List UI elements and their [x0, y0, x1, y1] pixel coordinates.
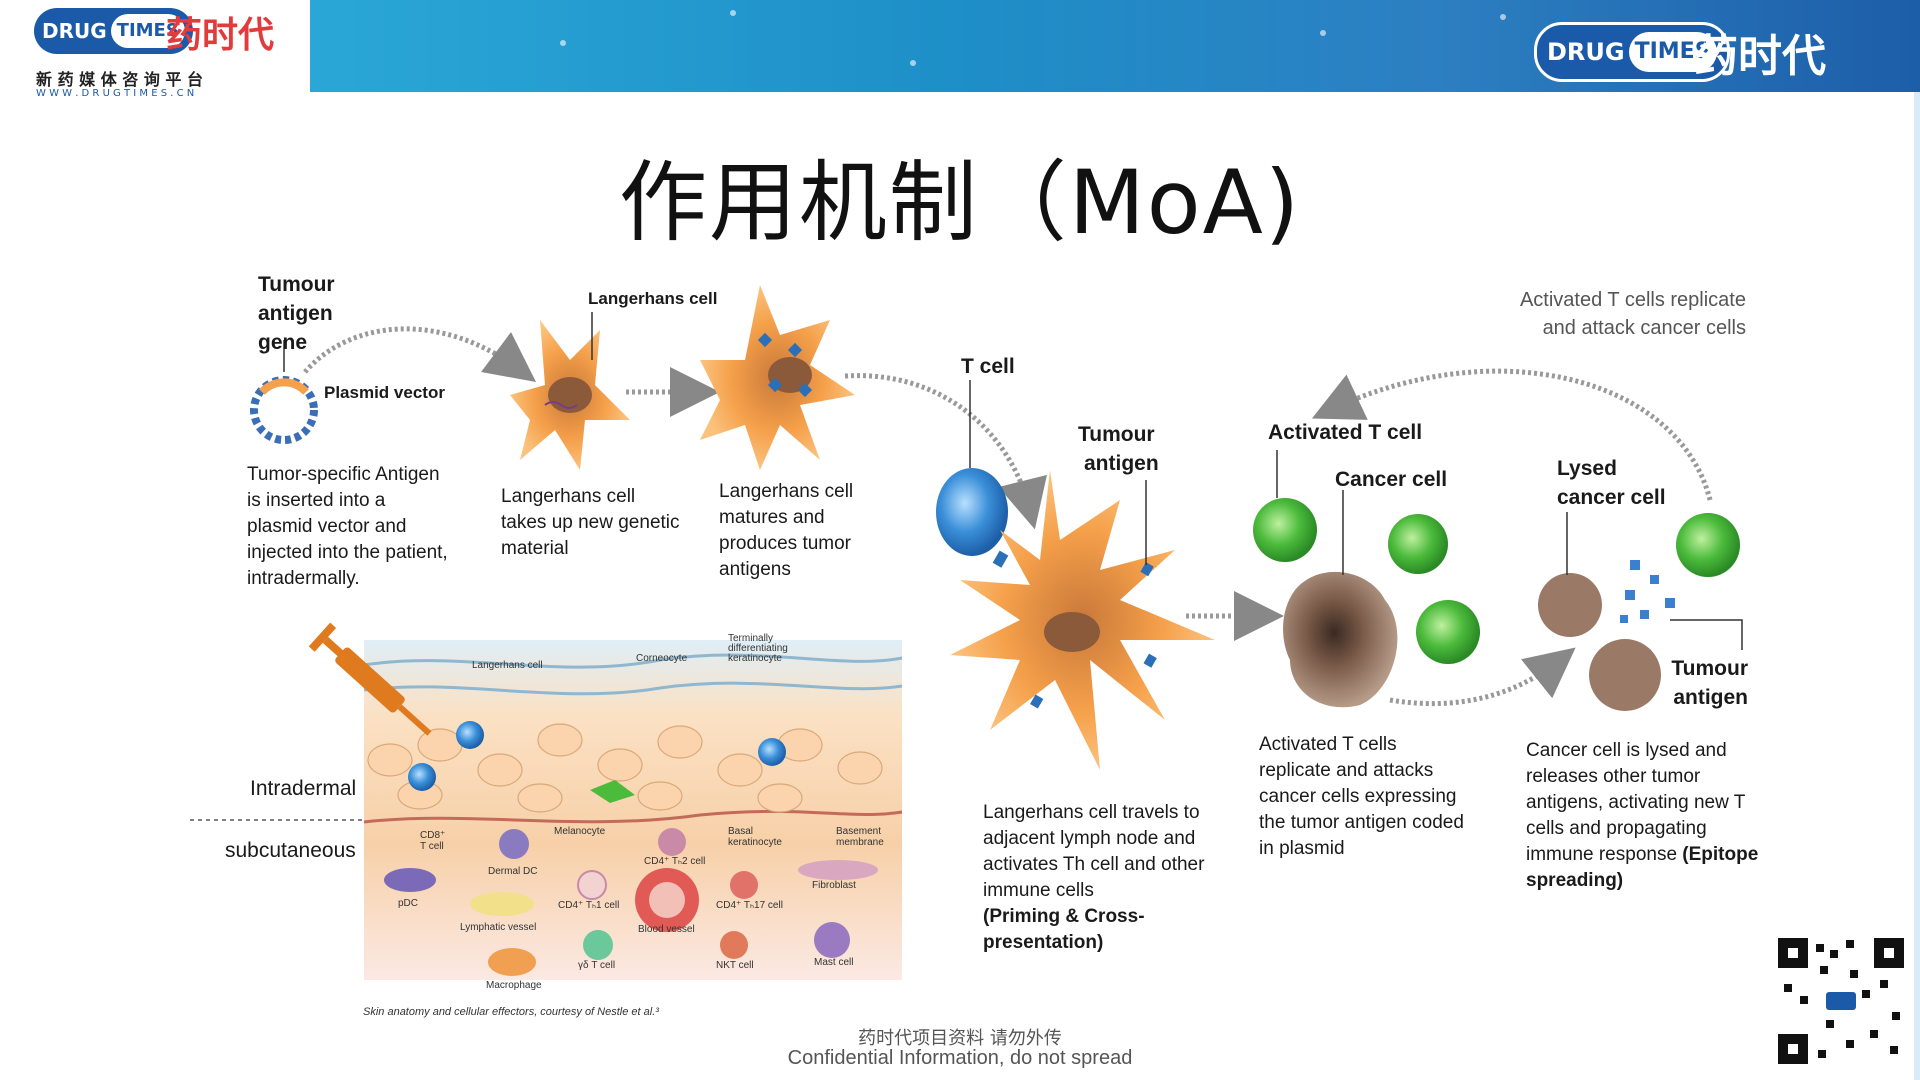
top-right-logo-cn: 药时代	[1694, 31, 1826, 82]
t-cell-receptor-icon	[992, 550, 1009, 568]
label-cancer-cell: Cancer cell	[1335, 468, 1448, 491]
label-tumour-antigen: Tumour antigen	[1078, 423, 1159, 475]
skin-label-basal: Basal keratinocyte	[728, 826, 782, 848]
qr-code-icon	[1776, 936, 1906, 1066]
logo-pill: DRUG TIMES	[34, 8, 193, 54]
top-left-logo: DRUG TIMES 药时代 新 药 媒 体 咨 询 平 台 W W W . D…	[0, 0, 310, 104]
activated-langerhans-cell-icon	[950, 470, 1215, 770]
skin-label-keratinocyte: Terminally differentiating keratinocyte	[728, 633, 788, 664]
label-lysed-cancer-cell: Lysed cancer cell	[1557, 457, 1666, 509]
syringe-icon	[308, 622, 432, 736]
caption-step-4-text: Langerhans cell travels to adjacent lymp…	[983, 802, 1205, 901]
activated-t-cell-icon	[1416, 600, 1480, 664]
banner-sparkle	[910, 60, 916, 66]
skin-label-blood: Blood vessel	[638, 924, 695, 935]
banner-sparkle	[1500, 14, 1506, 20]
label-activated-note: Activated T cells replicate and attack c…	[1519, 289, 1746, 339]
skin-label-cd4-th1: CD4⁺ Tₕ1 cell	[558, 900, 620, 911]
pointer-line	[1670, 619, 1743, 650]
arrow-to-lymph-node	[844, 373, 1047, 530]
label-activated-t-cell: Activated T cell	[1268, 421, 1423, 444]
skin-label-pdc: pDC	[398, 898, 419, 909]
skin-label-cd4-th17: CD4⁺ Tₕ17 cell	[716, 900, 783, 911]
skin-label-cd4-th2: CD4⁺ Tₕ2 cell	[644, 856, 706, 867]
logo-url: W W W . D R U G T I M E S . C N	[36, 88, 195, 99]
new-t-cell-icon	[1676, 513, 1740, 577]
caption-step-1: Tumor-specific Antigen is inserted into …	[247, 464, 448, 589]
caption-step-5: Activated T cells replicate and attacks …	[1259, 734, 1464, 859]
caption-step-6: Cancer cell is lysed and releases other …	[1526, 738, 1776, 894]
right-edge-bar	[1914, 92, 1920, 1080]
skin-label-fibroblast: Fibroblast	[812, 880, 856, 891]
footer-confidential-cn: 药时代项目资料 请勿外传	[858, 1028, 1062, 1049]
skin-credit: Skin anatomy and cellular effectors, cou…	[363, 1006, 659, 1018]
lysed-cancer-cell-icon	[1589, 639, 1661, 711]
logo-tagline: 新 药 媒 体 咨 询 平 台	[36, 70, 203, 89]
label-t-cell: T cell	[961, 355, 1015, 378]
caption-step-2: Langerhans cell takes up new genetic mat…	[501, 486, 680, 559]
logo-times-text: TIMES	[1628, 32, 1717, 72]
langerhans-cell-mature-icon	[700, 285, 855, 470]
skin-label-lymphatic: Lymphatic vessel	[460, 922, 537, 933]
skin-label-melanocyte: Melanocyte	[554, 826, 606, 837]
banner-sparkle	[730, 10, 736, 16]
t-cell-icon	[936, 468, 1008, 556]
skin-label-langerhans: Langerhans cell	[472, 660, 543, 671]
logo-cn-text: 药时代	[166, 15, 275, 56]
logo-times-text: TIMES	[110, 14, 185, 48]
logo-drug-text: DRUG	[1547, 38, 1625, 66]
cancer-cell-icon	[1283, 571, 1398, 708]
skin-label-mast: Mast cell	[814, 957, 854, 968]
label-plasmid-vector: Plasmid vector	[324, 383, 445, 402]
lysed-cancer-cell-icon	[1538, 573, 1602, 637]
caption-step-3: Langerhans cell matures and produces tum…	[719, 481, 854, 580]
caption-step-6-bold: (Epitope spreading)	[1526, 844, 1759, 891]
skin-label-macrophage: Macrophage	[486, 980, 542, 991]
label-tumour-antigen-2: Tumour antigen	[1671, 657, 1748, 709]
footer-confidential-en: Confidential Information, do not spread	[787, 1047, 1133, 1069]
skin-cross-section	[363, 640, 903, 980]
label-subcutaneous: subcutaneous	[225, 839, 356, 862]
logo-drug-text: DRUG	[42, 19, 107, 43]
slide-title: 作用机制（MoA)	[618, 151, 1302, 254]
skin-label-corneocyte: Corneocyte	[636, 653, 688, 664]
skin-label-cd8: CD8⁺ T cell	[420, 830, 446, 852]
plasmid-vector-icon	[250, 376, 318, 444]
arrow-plasmid-to-langerhans	[303, 326, 537, 382]
skin-label-gd-t: γδ T cell	[578, 960, 616, 971]
skin-label-dermal-dc: Dermal DC	[488, 866, 538, 877]
arrow-to-lysis	[1389, 647, 1576, 707]
skin-label-nkt: NKT cell	[716, 960, 754, 971]
banner-sparkle	[1320, 30, 1326, 36]
top-right-logo: DRUG TIMES	[1534, 22, 1730, 82]
skin-label-basement: Basement membrane	[836, 826, 884, 848]
banner-sparkle	[560, 40, 566, 46]
arrow-replicate-loop	[1311, 368, 1713, 501]
activated-t-cell-icon	[1253, 498, 1317, 562]
caption-step-4-bold: (Priming & Cross-presentation)	[983, 906, 1145, 953]
caption-step-6-text: Cancer cell is lysed and releases other …	[1526, 740, 1746, 865]
activated-t-cell-icon	[1388, 514, 1448, 574]
released-antigens-icon	[1620, 560, 1675, 623]
label-langerhans-cell: Langerhans cell	[588, 289, 718, 308]
label-tumour-antigen-gene: Tumour antigen gene	[258, 273, 335, 354]
caption-step-4: Langerhans cell travels to adjacent lymp…	[983, 800, 1263, 956]
label-intradermal: Intradermal	[250, 777, 357, 800]
langerhans-cell-uptake-icon	[510, 320, 630, 470]
